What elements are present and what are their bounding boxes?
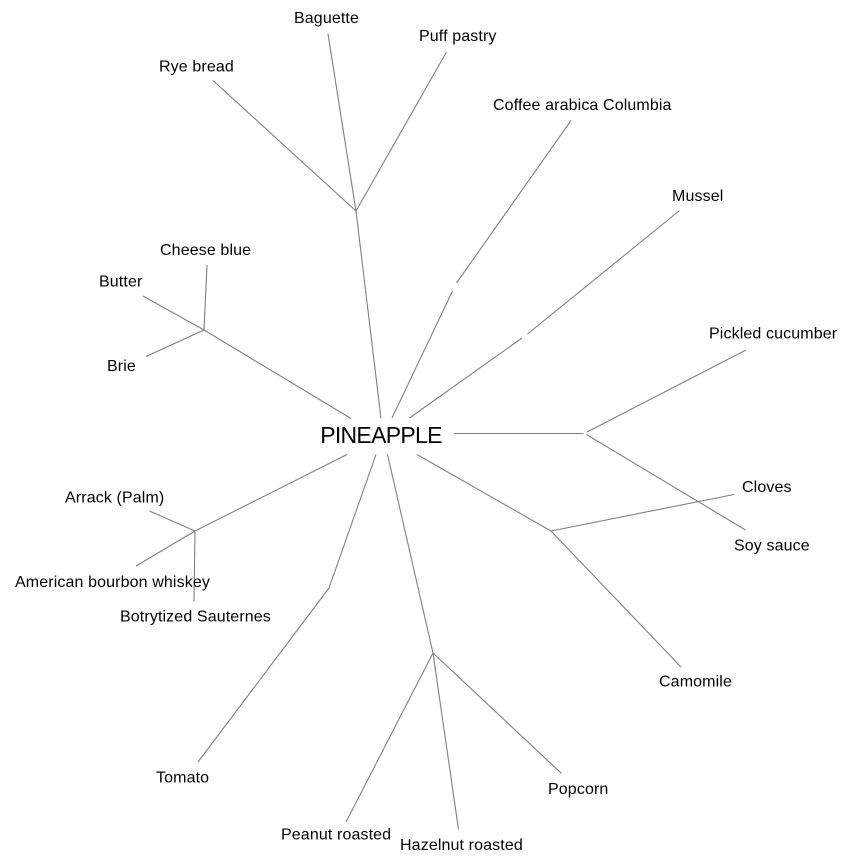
- svg-text:Botrytized Sauternes: Botrytized Sauternes: [120, 609, 271, 626]
- svg-text:Pickled cucumber: Pickled cucumber: [709, 325, 838, 342]
- svg-text:Hazelnut roasted: Hazelnut roasted: [400, 837, 523, 854]
- svg-text:Mussel: Mussel: [672, 188, 723, 205]
- svg-text:American bourbon whiskey: American bourbon whiskey: [15, 574, 210, 591]
- svg-text:Baguette: Baguette: [294, 10, 359, 27]
- svg-text:Camomile: Camomile: [659, 674, 732, 691]
- svg-text:Butter: Butter: [99, 274, 143, 291]
- svg-text:Soy sauce: Soy sauce: [734, 537, 810, 554]
- svg-text:Cloves: Cloves: [742, 479, 792, 496]
- svg-text:Coffee arabica Columbia: Coffee arabica Columbia: [493, 97, 672, 114]
- svg-text:Popcorn: Popcorn: [548, 781, 608, 798]
- svg-text:PINEAPPLE: PINEAPPLE: [320, 422, 442, 448]
- svg-text:Brie: Brie: [107, 358, 136, 375]
- svg-text:Puff pastry: Puff pastry: [419, 28, 497, 45]
- svg-text:Tomato: Tomato: [156, 770, 209, 787]
- svg-text:Peanut roasted: Peanut roasted: [281, 827, 391, 844]
- svg-text:Cheese blue: Cheese blue: [160, 242, 251, 259]
- svg-text:Rye bread: Rye bread: [159, 59, 234, 76]
- svg-text:Arrack (Palm): Arrack (Palm): [65, 490, 164, 507]
